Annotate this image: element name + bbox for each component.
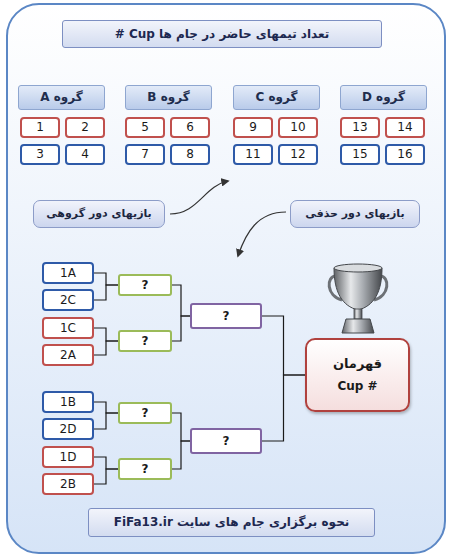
team-box: 2A — [42, 344, 94, 366]
bracket-line — [94, 285, 118, 300]
node-text: 9 — [249, 120, 257, 135]
team-box: 1D — [42, 446, 94, 468]
title-text: تعداد تیمهای حاضر در جام ها Cup # — [115, 27, 330, 42]
group-header: گروه B — [125, 85, 212, 110]
bracket-line — [172, 441, 190, 469]
node-text: 16 — [397, 147, 412, 162]
node-text: 5 — [141, 120, 149, 135]
team-box: 1B — [42, 391, 94, 413]
team-box: 6 — [170, 117, 210, 138]
match-box: ? — [118, 402, 172, 424]
match-box: ? — [118, 458, 172, 480]
node-text: ? — [142, 406, 149, 421]
team-box: 4 — [65, 144, 105, 165]
bracket-line — [94, 328, 118, 341]
node-text: 1A — [60, 266, 76, 281]
team-box: 13 — [340, 117, 380, 138]
team-box: 10 — [278, 117, 318, 138]
bracket-line — [172, 285, 190, 316]
trophy-illustration — [329, 264, 387, 333]
group-header: گروه C — [233, 85, 320, 110]
node-text: 15 — [352, 147, 367, 162]
node-text: 2B — [60, 477, 76, 492]
semifinal-box: ? — [190, 428, 262, 454]
team-box: 2C — [42, 289, 94, 311]
caption-box: نحوه برگزاری جام های سایت FiFa13.ir — [88, 508, 375, 537]
team-box: 12 — [278, 144, 318, 165]
team-box: 2B — [42, 473, 94, 495]
node-text: قهرمان — [333, 356, 382, 372]
bracket-line — [94, 457, 118, 469]
team-box: 16 — [385, 144, 425, 165]
node-text: 3 — [36, 147, 44, 162]
match-box: ? — [118, 330, 172, 352]
team-box: 1A — [42, 262, 94, 284]
group-header: گروه A — [18, 85, 105, 110]
node-text: گروه A — [40, 90, 82, 105]
team-box: 14 — [385, 117, 425, 138]
team-box: 1C — [42, 317, 94, 339]
bracket-line — [262, 375, 305, 441]
node-text: 4 — [81, 147, 89, 162]
node-text: 1 — [36, 120, 44, 135]
node-text: 7 — [141, 147, 149, 162]
bracket-line — [172, 413, 190, 441]
node-text: ? — [223, 434, 230, 449]
team-box: 2 — [65, 117, 105, 138]
caption-text: نحوه برگزاری جام های سایت FiFa13.ir — [114, 515, 350, 530]
node-text: گروه D — [362, 90, 405, 105]
champion-box: قهرمان Cup # — [305, 338, 410, 412]
bracket-line — [172, 316, 190, 341]
team-box: 7 — [125, 144, 165, 165]
node-text: 1B — [60, 395, 76, 410]
bracket-line — [94, 402, 118, 413]
node-text: 13 — [352, 120, 367, 135]
node-text: 2 — [81, 120, 89, 135]
team-box: 2D — [42, 418, 94, 440]
team-box: 5 — [125, 117, 165, 138]
node-text: 1C — [60, 321, 76, 336]
outer-panel — [7, 4, 445, 553]
bracket-line — [94, 413, 118, 429]
match-box: ? — [118, 274, 172, 296]
node-text: 14 — [397, 120, 412, 135]
team-box: 3 — [20, 144, 60, 165]
curved-arrow — [170, 181, 228, 214]
team-box: 1 — [20, 117, 60, 138]
node-text: 10 — [290, 120, 305, 135]
bracket-line — [94, 469, 118, 484]
node-text: ? — [142, 278, 149, 293]
stage-label: بازیهای دور حذفی — [290, 200, 420, 228]
team-box: 8 — [170, 144, 210, 165]
team-box: 15 — [340, 144, 380, 165]
node-text: گروه B — [147, 90, 189, 105]
node-text: 2A — [60, 348, 76, 363]
stage-label: بازیهای دور گروهی — [33, 200, 165, 228]
team-box: 11 — [233, 144, 273, 165]
title-box: تعداد تیمهای حاضر در جام ها Cup # — [62, 20, 382, 48]
node-text: 2C — [60, 293, 76, 308]
node-text: 8 — [186, 147, 194, 162]
curved-arrow — [238, 212, 286, 256]
node-text: گروه C — [256, 90, 298, 105]
node-text: 1D — [60, 450, 77, 465]
group-header: گروه D — [340, 85, 427, 110]
node-text: Cup # — [337, 379, 377, 394]
node-text: 2D — [60, 422, 77, 437]
node-text: ? — [142, 462, 149, 477]
node-text: 12 — [290, 147, 305, 162]
semifinal-box: ? — [190, 303, 262, 329]
node-text: 6 — [186, 120, 194, 135]
bracket-line — [94, 341, 118, 355]
node-text: ? — [142, 334, 149, 349]
node-text: بازیهای دور حذفی — [305, 207, 404, 221]
node-text: ? — [223, 309, 230, 324]
bracket-line — [262, 316, 305, 375]
node-text: بازیهای دور گروهی — [46, 207, 152, 221]
team-box: 9 — [233, 117, 273, 138]
node-text: 11 — [245, 147, 260, 162]
bracket-line — [94, 273, 118, 285]
